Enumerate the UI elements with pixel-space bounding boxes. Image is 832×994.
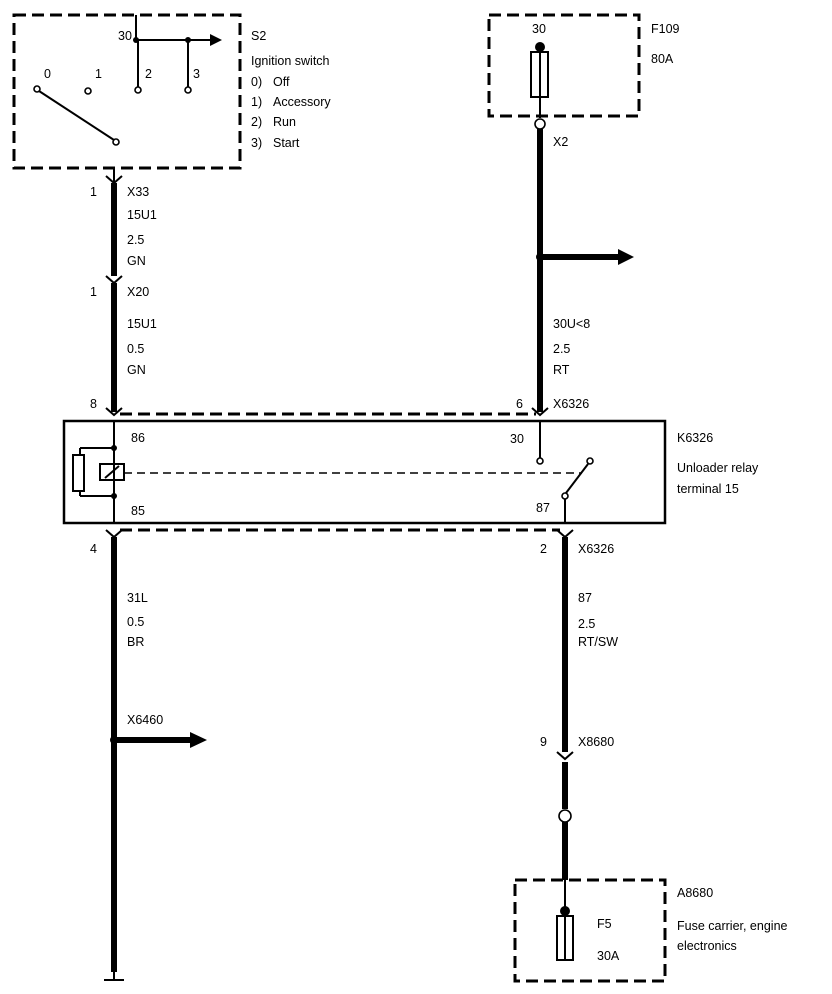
- x20-color-label: GN: [127, 363, 146, 377]
- x2-connector-symbol: [534, 118, 546, 130]
- x8680-label: X8680: [578, 735, 614, 749]
- fuse-f109-rating: 80A: [651, 52, 674, 66]
- relay-contact-30: [536, 457, 544, 465]
- ignition-switch-blade: [38, 90, 115, 141]
- ignition-switch-box: [12, 13, 242, 170]
- wire-31l-circuit-label: 31L: [127, 591, 148, 605]
- x8680-pin-label: 9: [540, 735, 547, 749]
- fuse-f109-top-node: [535, 42, 545, 52]
- ignition-switch-s2: 30 0 1 2 3: [12, 13, 242, 170]
- relay-pin4-label: 4: [90, 542, 97, 556]
- relay-pin8-label: 8: [90, 397, 97, 411]
- relay-contact-87: [561, 492, 569, 500]
- legend-key-0: 0): [251, 75, 262, 89]
- relay-pin2-connector-label: X6326: [578, 542, 614, 556]
- ignition-position-2-label: 2: [145, 67, 152, 81]
- x2-label: X2: [553, 135, 568, 149]
- ignition-position-3-label: 3: [193, 67, 200, 81]
- legend-key-2: 2): [251, 115, 262, 129]
- x20-label: X20: [127, 285, 149, 299]
- relay-box: [62, 419, 667, 525]
- fuse-f109-ref: F109: [651, 22, 680, 36]
- relay-pin6-connector-symbol: [531, 407, 549, 417]
- fuse-carrier-box: [513, 878, 667, 983]
- relay-pin6-label: 6: [516, 397, 523, 411]
- ignition-position-0-label: 0: [44, 67, 51, 81]
- splice-branch-arrow-icon: [618, 249, 634, 265]
- relay-pin2-label: 2: [540, 542, 547, 556]
- relay-switch-arm: [565, 463, 589, 494]
- relay-pin87-label: 87: [536, 501, 550, 515]
- relay-resistor-icon: [72, 454, 85, 492]
- x20-size-label: 0.5: [127, 342, 144, 356]
- wire-30u8-size-label: 2.5: [553, 342, 570, 356]
- relay-pin8-connector-symbol: [105, 407, 123, 417]
- x33-pin-label: 1: [90, 185, 97, 199]
- x33-color-label: GN: [127, 254, 146, 268]
- wire-30u8-color-label: RT: [553, 363, 570, 377]
- x33-size-label: 2.5: [127, 233, 144, 247]
- wire-15u1: 1 X33 15U1 2.5 GN 1 X20 15U1 0.5 GN 8: [90, 168, 157, 417]
- x20-connector-symbol: [105, 275, 123, 285]
- relay-pin4-connector-symbol: [105, 529, 123, 539]
- wire-31l-color-label: BR: [127, 635, 144, 649]
- ignition-contact-1: [84, 87, 92, 95]
- relay-k6326: 86 85 30 87 K6326 Unloader relay termina…: [62, 412, 759, 532]
- relay-description-line2: terminal 15: [677, 482, 739, 496]
- x6460-label: X6460: [127, 713, 163, 727]
- x20-circuit-label: 15U1: [127, 317, 157, 331]
- ignition-terminal-30-label: 30: [118, 29, 132, 43]
- x6460-branch-arrow-icon: [190, 732, 207, 748]
- relay-pin86-label: 86: [131, 431, 145, 445]
- legend-key-1: 1): [251, 95, 262, 109]
- relay-description-line1: Unloader relay: [677, 461, 759, 475]
- fuse-carrier-description-line2: electronics: [677, 939, 737, 953]
- relay-pin85-label: 85: [131, 504, 145, 518]
- fuse-carrier-a8680: F5 30A A8680 Fuse carrier, engine electr…: [513, 878, 788, 983]
- fuse-f109: 30 F109 80A: [487, 13, 680, 118]
- legend-label-start: Start: [273, 136, 300, 150]
- legend-label-off: Off: [273, 75, 290, 89]
- relay-pin6-connector-label: X6326: [553, 397, 589, 411]
- ignition-switch-ref: S2: [251, 29, 266, 43]
- wire-31l: 4 31L 0.5 BR X6460: [90, 529, 207, 981]
- x33-circuit-label: 15U1: [127, 208, 157, 222]
- relay-coil-icon: [99, 463, 125, 481]
- fuse-carrier-ref: A8680: [677, 886, 713, 900]
- ignition-switch-title: Ignition switch: [251, 54, 330, 68]
- fuse-f109-terminal-label: 30: [532, 22, 546, 36]
- ignition-bus-arrow-icon: [210, 34, 222, 46]
- relay-pin30-label: 30: [510, 432, 524, 446]
- wire-30u8-circuit-label: 30U<8: [553, 317, 590, 331]
- legend-key-3: 3): [251, 136, 262, 150]
- relay-coil-diagonal: [104, 465, 120, 479]
- fuse-carrier-description-line1: Fuse carrier, engine: [677, 919, 788, 933]
- fuse-f5-rating: 30A: [597, 949, 620, 963]
- relay-contact-nc: [586, 457, 594, 465]
- fuse-f109-box: [487, 13, 641, 118]
- fuse-f5-label: F5: [597, 917, 612, 931]
- ignition-contact-2: [134, 86, 142, 94]
- ignition-common-contact: [112, 138, 120, 146]
- ignition-contact-0: [33, 85, 41, 93]
- relay-pin2-connector-symbol: [556, 529, 574, 539]
- ignition-position-1-label: 1: [95, 67, 102, 81]
- x20-pin-label: 1: [90, 285, 97, 299]
- relay-ref: K6326: [677, 431, 713, 445]
- wire-87-size-label: 2.5: [578, 617, 595, 631]
- wire-30u8: X2 30U<8 2.5 RT 6 X6326: [516, 118, 634, 417]
- legend-label-accessory: Accessory: [273, 95, 331, 109]
- x8680-connector-symbol: [556, 751, 574, 761]
- x8680-terminal-symbol: [558, 809, 572, 823]
- x33-label: X33: [127, 185, 149, 199]
- wire-87-color-label: RT/SW: [578, 635, 618, 649]
- wire-87: 2 X6326 87 2.5 RT/SW 9 X8680: [540, 529, 618, 880]
- wire-87-circuit-label: 87: [578, 591, 592, 605]
- wire-31l-size-label: 0.5: [127, 615, 144, 629]
- legend-label-run: Run: [273, 115, 296, 129]
- ignition-contact-3: [184, 86, 192, 94]
- ignition-switch-legend: S2 Ignition switch 0) Off 1) Accessory 2…: [251, 29, 331, 150]
